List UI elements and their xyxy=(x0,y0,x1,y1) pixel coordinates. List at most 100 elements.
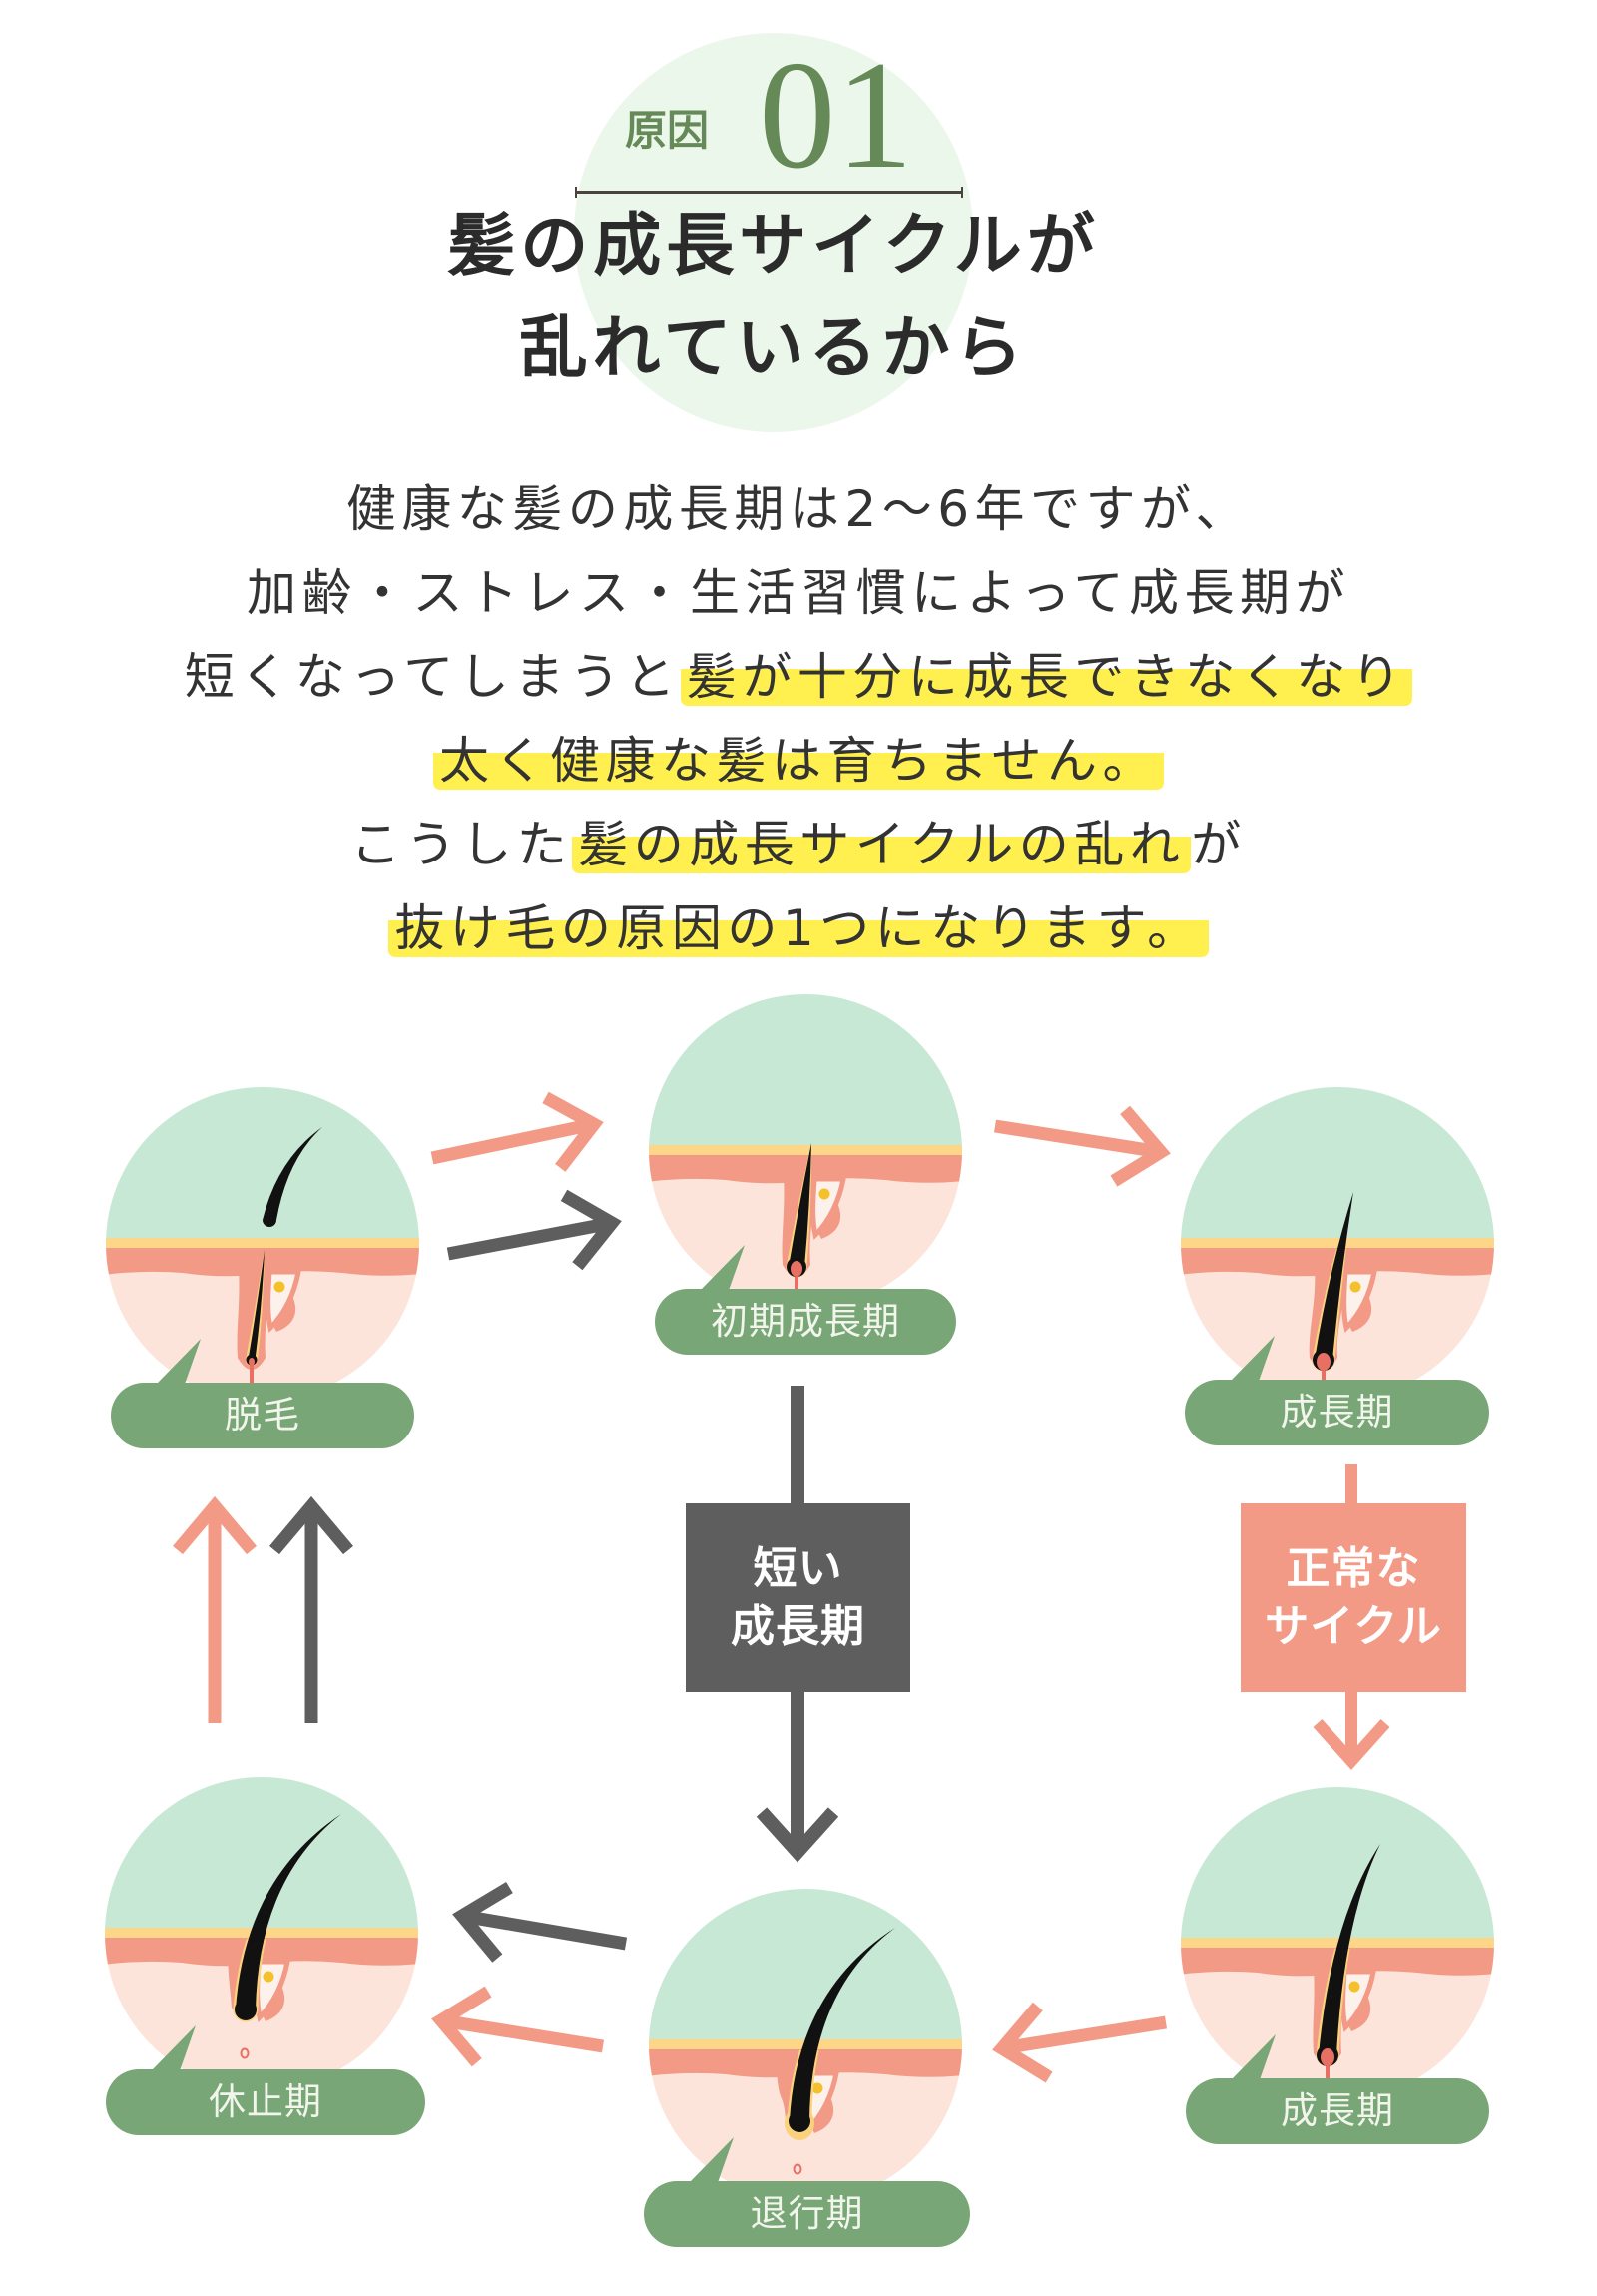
stage-label-resting: 休止期 xyxy=(106,2025,425,2135)
description-text: が xyxy=(1191,816,1247,873)
arrow-normal-cycle-down xyxy=(1313,1687,1390,1770)
title-line: 乱れているから xyxy=(519,308,1028,388)
arrow-regression-to-resting-short xyxy=(452,1882,628,1963)
description-line: 健康な髪の成長期は2〜6年ですが、 xyxy=(0,467,1597,551)
stage-illustration xyxy=(1181,1787,1494,2100)
stage-label-early-growth: 初期成長期 xyxy=(655,1245,956,1355)
gland-dot xyxy=(1348,1981,1360,1993)
club-hair-bulb xyxy=(789,2110,810,2132)
hair-strand xyxy=(1315,1192,1353,1369)
description-text: 健康な髪の成長期は2〜6年ですが、 xyxy=(345,480,1252,538)
stage-label-growth: 成長期 xyxy=(1185,1336,1489,1445)
description-line: 太く健康な髪は育ちません。 xyxy=(0,719,1597,803)
arrow-growth-to-regression-normal xyxy=(992,2002,1168,2083)
flow-arrows xyxy=(173,1091,1390,2083)
divider-cap-left xyxy=(575,187,577,198)
arrector-muscle xyxy=(1348,1296,1372,1332)
skin-surface-line xyxy=(1181,1938,1494,1948)
highlighted-text: 抜け毛の原因の1つになります。 xyxy=(388,899,1209,957)
description-line: 短くなってしまうと髪が十分に成長できなくなり xyxy=(0,635,1597,719)
stage-illustration xyxy=(1181,1087,1494,1401)
dermal-papilla xyxy=(791,1261,802,1277)
blood-vessel xyxy=(250,1360,254,1400)
illustration-clip-group xyxy=(1181,1087,1494,1401)
box-text: 正常な xyxy=(1286,1542,1421,1594)
stage-illustration xyxy=(649,994,962,1308)
stage-label-regression: 退行期 xyxy=(644,2137,970,2247)
description-line: 抜け毛の原因の1つになります。 xyxy=(0,886,1597,970)
illustration-clip-group xyxy=(649,994,962,1308)
description-text: 短くなってしまうと xyxy=(184,648,681,706)
gland-dot xyxy=(263,1971,274,1983)
description-line: こうした髪の成長サイクルの乱れが xyxy=(0,803,1597,886)
dermal-papilla xyxy=(249,1358,255,1366)
hair-strand xyxy=(1319,1844,1380,2064)
air-region xyxy=(649,1889,962,2045)
illustration-clip-group xyxy=(105,1777,418,2090)
blood-vessel xyxy=(795,1267,798,1307)
arrow-shaft xyxy=(443,2014,605,2053)
short-growth-box: 短い 成長期 xyxy=(686,1503,910,1692)
gland-dot xyxy=(811,2082,823,2094)
hair-strand xyxy=(248,1250,265,1364)
arrow-shaft xyxy=(1004,2015,1168,2054)
illustration-clip-group xyxy=(1181,1787,1494,2100)
arrow-shedding-to-early-short xyxy=(446,1189,622,1271)
stage-label-text: 初期成長期 xyxy=(711,1300,900,1343)
arrow-head xyxy=(1110,1105,1171,1187)
air-region xyxy=(1181,1087,1494,1244)
divider-cap-right xyxy=(961,187,963,198)
stage-label-text: 退行期 xyxy=(750,2192,864,2235)
cause-label: 原因 xyxy=(625,106,710,155)
description: 健康な髪の成長期は2〜6年ですが、 加齢・ストレス・生活習慣によって成長期が 短… xyxy=(0,467,1597,970)
air-region xyxy=(649,994,962,1151)
arrow-shedding-to-early-normal xyxy=(430,1091,604,1172)
stage-label-growth-late: 成長期 xyxy=(1186,2034,1489,2144)
arrector-muscle xyxy=(817,1203,841,1239)
arrow-head xyxy=(173,1495,257,1555)
gland-dot xyxy=(273,1281,285,1293)
title-line: 髪の成長サイクルが xyxy=(447,206,1100,286)
stage-label-shedding: 脱毛 xyxy=(111,1339,414,1448)
arrow-shaft xyxy=(446,1217,610,1261)
stage-label-text: 成長期 xyxy=(1281,2089,1394,2132)
illustration-clip-group xyxy=(106,1087,419,1401)
box-text: 短い xyxy=(753,1542,843,1594)
detached-papilla xyxy=(240,2047,250,2059)
skin-surface-line xyxy=(1181,1238,1494,1248)
arrow-head xyxy=(452,1882,513,1963)
arrow-head xyxy=(992,2002,1053,2083)
arrow-early-to-growth-normal xyxy=(993,1105,1171,1187)
page-title: 髪の成長サイクルが 乱れているから xyxy=(374,195,1173,400)
dermal-papilla xyxy=(1317,1353,1331,1371)
arrow-head xyxy=(756,1807,839,1863)
header-divider xyxy=(575,187,963,198)
arrow-head xyxy=(431,1986,492,2067)
arrow-shaft xyxy=(430,1118,592,1165)
highlighted-text: 髪の成長サイクルの乱れ xyxy=(572,816,1192,873)
stage-illustration xyxy=(106,1087,419,1401)
arrow-short-growth-down xyxy=(756,1687,839,1863)
description-text: 加齢・ストレス・生活習慣によって成長期が xyxy=(247,564,1350,622)
stage-label-text: 成長期 xyxy=(1280,1391,1394,1434)
arrow-head xyxy=(542,1091,604,1172)
gland-dot xyxy=(818,1188,830,1200)
cause-number: 01 xyxy=(759,29,913,201)
arrow-resting-to-shedding-normal xyxy=(173,1495,257,1723)
arrector-muscle xyxy=(272,1296,296,1332)
description-line: 加齢・ストレス・生活習慣によって成長期が xyxy=(0,551,1597,635)
stage-label-text: 脱毛 xyxy=(225,1394,300,1436)
normal-cycle-box: 正常な サイクル xyxy=(1241,1503,1466,1692)
illustration-clip-group xyxy=(649,1889,962,2202)
arrow-head xyxy=(1313,1718,1390,1770)
arrector-muscle xyxy=(1347,1996,1371,2031)
header-circle-background xyxy=(574,33,973,432)
arrow-regression-to-resting-normal xyxy=(431,1986,605,2067)
epidermis-band xyxy=(649,1155,962,1184)
arrow-shaft xyxy=(464,1910,628,1951)
inner-root-sheath xyxy=(246,1250,265,1366)
inner-root-sheath xyxy=(233,1939,341,2022)
dermal-papilla xyxy=(1321,2048,1334,2066)
